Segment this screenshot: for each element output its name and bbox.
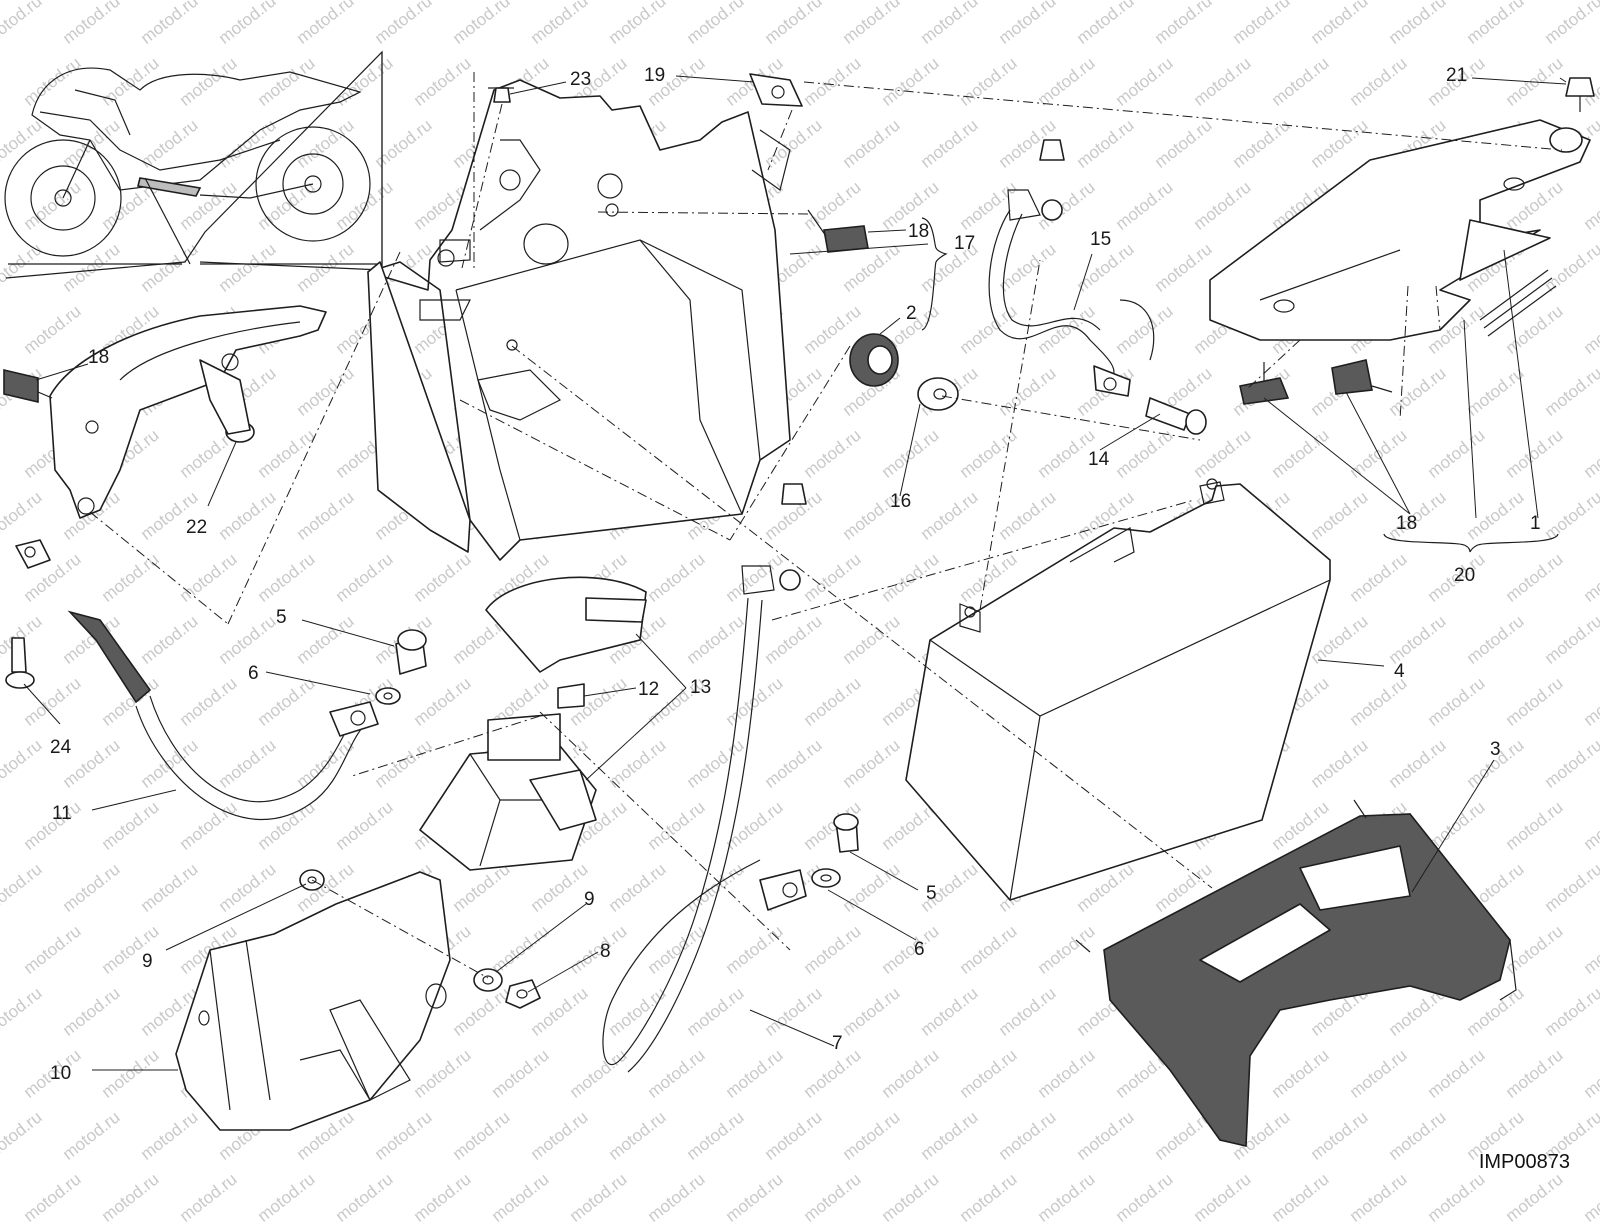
callout-7: 7 — [832, 1033, 843, 1054]
callout-1: 1 — [1530, 513, 1541, 534]
cable-11 — [15, 539, 379, 821]
callout-9-right: 9 — [584, 889, 595, 910]
screw-5-left — [395, 629, 427, 675]
callout-10: 10 — [50, 1063, 72, 1084]
assembly-lines — [89, 72, 1563, 979]
callout-12: 12 — [638, 679, 660, 700]
callout-21: 21 — [1446, 65, 1468, 86]
clips-18-right — [1239, 359, 1393, 405]
screw-23 — [488, 87, 514, 103]
callout-2: 2 — [906, 303, 917, 324]
screw-24 — [5, 637, 35, 689]
fuse-12 — [557, 683, 585, 709]
screw-21 — [1565, 77, 1595, 112]
callout-5-left: 5 — [276, 607, 287, 628]
battery-box-17 — [367, 79, 791, 561]
callout-14: 14 — [1088, 449, 1110, 470]
callout-8: 8 — [600, 941, 611, 962]
washer-6-right — [811, 868, 841, 888]
clip-18-upper — [807, 209, 869, 253]
battery-4 — [905, 478, 1331, 901]
callout-19: 19 — [644, 65, 666, 86]
callout-17: 17 — [954, 233, 976, 254]
callout-15: 15 — [1090, 229, 1112, 250]
callout-9-left: 9 — [142, 951, 153, 972]
battery-cable-15 — [988, 139, 1155, 397]
grommet-2 — [849, 333, 899, 387]
callout-23: 23 — [570, 69, 592, 90]
bracket-20 — [1209, 119, 1591, 341]
diagram-drawing — [3, 50, 1595, 1147]
callout-5-right: 5 — [926, 883, 937, 904]
callout-6-left: 6 — [248, 663, 259, 684]
callout-18-left: 18 — [88, 347, 110, 368]
bushing-16 — [917, 377, 959, 411]
cable-7 — [602, 483, 807, 1073]
drawing-code: IMP00873 — [1478, 1151, 1570, 1173]
callout-3: 3 — [1490, 739, 1501, 760]
clip-19 — [749, 73, 803, 107]
battery-strap-3 — [1075, 799, 1517, 1147]
callout-22: 22 — [186, 517, 208, 538]
screw-14 — [1145, 397, 1207, 435]
leader-lines — [23, 75, 1567, 1071]
callout-24: 24 — [50, 737, 72, 758]
callout-18-upper: 18 — [908, 221, 930, 242]
relay-13 — [419, 576, 647, 871]
callout-16: 16 — [890, 491, 912, 512]
washer-9-right — [473, 968, 503, 992]
callout-20: 20 — [1454, 565, 1476, 586]
bracket-10 — [175, 871, 451, 1131]
callout-18-right: 18 — [1396, 513, 1418, 534]
callout-13: 13 — [690, 677, 712, 698]
rear-bracket-22 — [3, 305, 327, 519]
callout-6-right: 6 — [914, 939, 925, 960]
motorcycle-inset — [4, 50, 383, 279]
callout-4: 4 — [1394, 661, 1405, 682]
callout-11: 11 — [52, 803, 72, 824]
nut-8 — [505, 979, 541, 1009]
washer-6-left — [375, 687, 401, 705]
screw-5-right — [833, 813, 859, 853]
